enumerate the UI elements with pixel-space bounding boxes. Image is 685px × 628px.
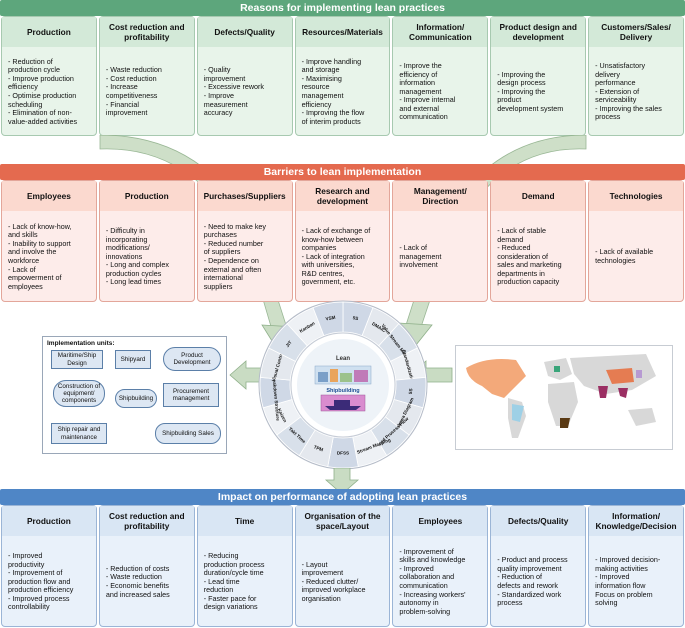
reasons-column-text: - Improve the efficiency of information …	[399, 60, 456, 122]
barriers-column-heading: Demand	[491, 181, 586, 211]
reasons-column-heading: Cost reduction and profitability	[99, 17, 194, 47]
wheel-segment	[312, 301, 344, 337]
reasons-column-heading: Production	[2, 17, 96, 47]
reasons-column-heading: Customers/Sales/ Delivery	[589, 17, 683, 47]
wheel-center-lean: Lean	[336, 356, 350, 362]
unit-shipyard: Shipyard	[115, 350, 151, 369]
impact-column-3: Time - Reducing production process durati…	[196, 505, 293, 627]
reasons-column-6: Product design and development - Improvin…	[490, 16, 587, 136]
barriers-column-2: Production - Difficulty in incorporating …	[98, 180, 195, 302]
barriers-column-text: - Lack of stable demand - Reduced consid…	[497, 225, 562, 287]
barriers-column-7: Technologies - Lack of available technolo…	[588, 180, 684, 302]
impact-column-heading: Defects/Quality	[491, 506, 586, 536]
barriers-column-text: - Difficulty in incorporating modificati…	[105, 225, 169, 287]
barriers-column-text: - Lack of know-how, and skills - Inabili…	[8, 221, 72, 291]
unit-ship-repair-maintenance: Ship repair and maintenance	[51, 423, 107, 444]
implementation-units-panel: Implementation units: Maritime/Ship Desi…	[42, 336, 227, 454]
wheel-tool-label: JIT	[285, 340, 293, 348]
impact-column-heading: Time	[197, 506, 292, 536]
reasons-column-text: - Reduction of production cycle - Improv…	[8, 56, 78, 126]
barriers-column-4: Research and development - Lack of exchan…	[294, 180, 391, 302]
impact-column-text: - Layout improvement - Reduced clutter/ …	[301, 559, 366, 603]
impact-column-text: - Improved decision- making activities -…	[595, 555, 661, 608]
impact-column-heading: Cost reduction and profitability	[99, 506, 194, 536]
wheel-tool-label: 5S	[352, 315, 358, 321]
impact-column-5: Employees - Improvement of skills and kno…	[392, 505, 489, 627]
unit-shipbuilding-sales: Shipbuilding Sales	[155, 423, 221, 444]
world-map-shapes	[466, 354, 656, 438]
factory-illustration	[318, 369, 368, 382]
impact-column-text: - Improvement of skills and knowledge - …	[399, 546, 466, 616]
reasons-banner: Reasons for implementing lean practices	[0, 0, 685, 16]
barriers-column-3: Purchases/Suppliers - Need to make key pu…	[196, 180, 293, 302]
ship-illustration	[325, 400, 361, 410]
impact-column-4: Organisation of the space/Layout - Layout…	[294, 505, 391, 627]
barriers-column-text: - Lack of exchange of know-how between c…	[301, 225, 371, 287]
barriers-column-6: Demand - Lack of stable demand - Reduced …	[490, 180, 587, 302]
barriers-column-text: - Lack of management involvement	[399, 243, 442, 270]
impact-column-heading: Employees	[393, 506, 488, 536]
impact-column-text: - Reducing production process duration/c…	[203, 550, 265, 612]
wheel-tool-label: Work Breakdown Structure	[270, 362, 280, 422]
barriers-column-heading: Production	[99, 181, 194, 211]
impact-banner: Impact on performance of adopting lean p…	[0, 489, 685, 505]
unit-construction-equipment: Construction of equipment/ components	[53, 380, 105, 407]
barriers-column-heading: Employees	[2, 181, 96, 211]
wheel-tool-label: DFSS	[337, 451, 349, 456]
implementation-units-title: Implementation units:	[47, 340, 115, 347]
down-arrow	[324, 468, 360, 494]
barriers-banner: Barriers to lean implementation	[0, 164, 685, 180]
reasons-column-text: - Improve handling and storage - Maximis…	[301, 56, 365, 126]
reasons-column-7: Customers/Sales/ Delivery - Unsatisfactor…	[588, 16, 684, 136]
unit-shipbuilding: Shipbuilding	[115, 389, 157, 408]
barriers-column-heading: Research and development	[295, 181, 390, 211]
reasons-column-3: Defects/Quality - Quality improvement - E…	[196, 16, 293, 136]
barriers-column-1: Employees - Lack of know-how, and skills …	[1, 180, 97, 302]
barriers-column-text: - Need to make key purchases - Reduced n…	[203, 221, 267, 291]
reasons-column-heading: Resources/Materials	[295, 17, 390, 47]
reasons-column-heading: Product design and development	[491, 17, 586, 47]
wheel-tool-label: 5S	[408, 388, 413, 394]
unit-product-development: Product Development	[163, 347, 221, 371]
wheel-tool-label: TPM	[313, 444, 324, 452]
wheel-tool-label: Kaizen	[277, 408, 288, 424]
impact-column-1: Production - Improved productivity - Impr…	[1, 505, 97, 627]
reasons-column-text: - Improving the design process - Improvi…	[497, 69, 564, 113]
reasons-column-1: Production - Reduction of production cycl…	[1, 16, 97, 136]
unit-procurement-management: Procurement management	[163, 383, 219, 407]
reasons-column-text: - Quality improvement - Excessive rework…	[203, 65, 265, 118]
barriers-column-text: - Lack of available technologies	[595, 247, 654, 265]
reasons-column-text: - Unsatisfactory delivery performance - …	[595, 60, 662, 122]
barriers-column-heading: Technologies	[589, 181, 683, 211]
unit-maritime-ship-design: Maritime/Ship Design	[51, 350, 103, 369]
reasons-column-4: Resources/Materials - Improve handling an…	[294, 16, 391, 136]
wheel-center-shipbuilding: Shipbuilding	[326, 388, 359, 394]
reasons-column-heading: Defects/Quality	[197, 17, 292, 47]
reasons-column-5: Information/ Communication - Improve the …	[392, 16, 489, 136]
wheel-tool-label: VSM	[325, 315, 336, 322]
barriers-column-heading: Management/ Direction	[393, 181, 488, 211]
impact-column-heading: Production	[2, 506, 96, 536]
impact-column-text: - Improved productivity - Improvement of…	[8, 550, 74, 612]
reasons-column-text: - Waste reduction - Cost reduction - Inc…	[105, 65, 162, 118]
impact-column-text: - Reduction of costs - Waste reduction -…	[105, 563, 170, 599]
world-map	[455, 345, 673, 450]
impact-column-2: Cost reduction and profitability - Reduct…	[98, 505, 195, 627]
impact-column-6: Defects/Quality - Product and process qua…	[490, 505, 587, 627]
barriers-column-5: Management/ Direction - Lack of managemen…	[392, 180, 489, 302]
reasons-column-2: Cost reduction and profitability - Waste …	[98, 16, 195, 136]
impact-column-heading: Information/ Knowledge/Decision	[589, 506, 683, 536]
reasons-column-heading: Information/ Communication	[393, 17, 488, 47]
impact-column-heading: Organisation of the space/Layout	[295, 506, 390, 536]
barriers-column-heading: Purchases/Suppliers	[197, 181, 292, 211]
impact-column-text: - Product and process quality improvemen…	[497, 555, 568, 608]
impact-column-7: Information/ Knowledge/Decision - Improve…	[588, 505, 684, 627]
